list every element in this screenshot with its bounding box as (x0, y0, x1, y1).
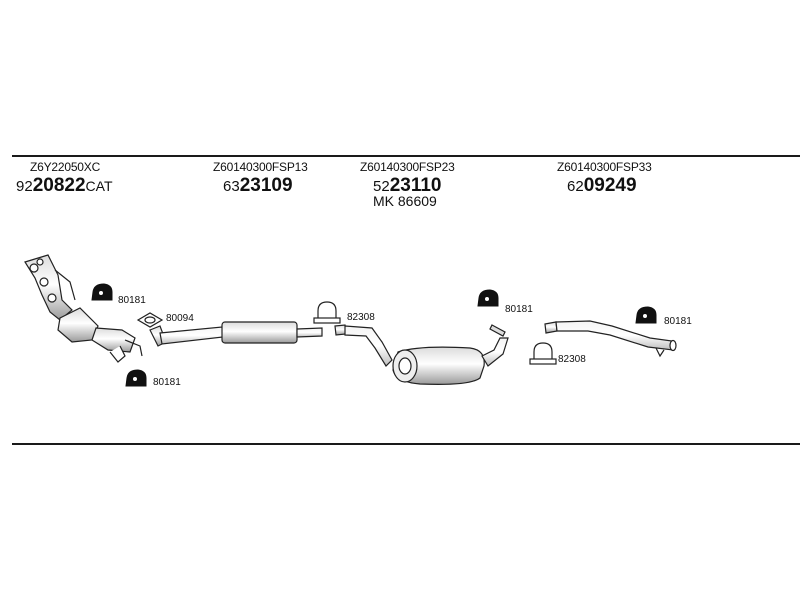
assembly-code: Z60140300FSP23 (360, 160, 455, 174)
rubber-hanger-icon (635, 306, 657, 324)
part-label: 80181 (664, 316, 692, 327)
middle-silencer (221, 321, 323, 344)
assembly-part-number: 6323109 (223, 175, 293, 196)
assembly-code: Z6Y22050XC (30, 160, 101, 174)
clamp-icon (313, 301, 341, 324)
part-label: 80181 (505, 304, 533, 315)
assembly-part-number: 6209249 (567, 175, 637, 196)
catalytic-converter (57, 307, 143, 363)
exhaust-manifold (24, 254, 76, 321)
tail-pipe (544, 320, 677, 358)
assembly-part-number: 5223110 (373, 175, 442, 196)
rubber-hanger-icon (91, 283, 113, 301)
part-label: 80181 (153, 377, 181, 388)
rear-silencer-assembly (334, 324, 509, 385)
assembly-part-number: 9220822CAT (16, 175, 113, 196)
part-label: 82308 (558, 354, 586, 365)
rubber-hanger-icon (125, 369, 147, 387)
clamp-icon (529, 342, 557, 365)
gasket-icon (136, 312, 164, 328)
part-label: 82308 (347, 312, 375, 323)
assembly-code: Z60140300FSP33 (557, 160, 652, 174)
bottom-divider (12, 443, 800, 445)
rubber-hanger-icon (477, 289, 499, 307)
assembly-kit-number: MK 86609 (373, 193, 437, 209)
front-pipe (149, 325, 224, 347)
part-label: 80094 (166, 313, 194, 324)
top-divider (12, 155, 800, 157)
assembly-code: Z60140300FSP13 (213, 160, 308, 174)
part-label: 80181 (118, 295, 146, 306)
